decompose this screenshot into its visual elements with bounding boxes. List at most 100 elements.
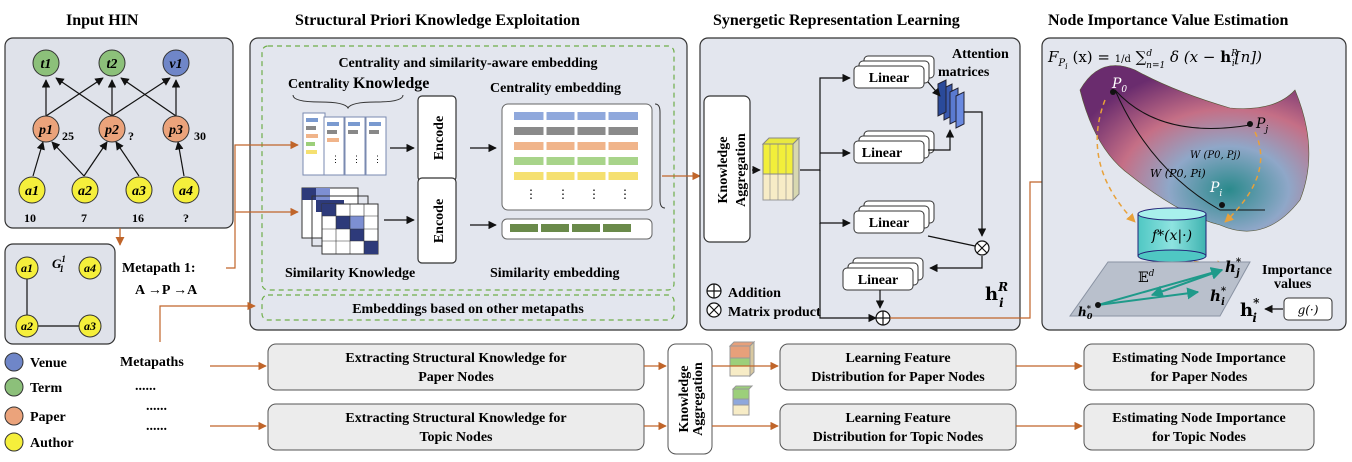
structural-subtitle: Centrality and similarity-aware embeddin… [338, 56, 597, 71]
aggregated-topic-block [731, 385, 754, 416]
learn-paper-box [779, 343, 1017, 391]
node-p1 [32, 115, 60, 143]
metapath-expr: A →P →A [135, 283, 198, 298]
similarity-embedding-bars [510, 224, 631, 232]
extract-paper-line1: Extracting Structural Knowledge for [345, 351, 566, 366]
aggregation-bottom-box [667, 343, 713, 455]
p0-label: P0 [1111, 76, 1127, 95]
svg-text:⋮: ⋮ [331, 154, 340, 164]
encode-box-similarity [417, 177, 457, 264]
extract-paper-line2: Paper Nodes [418, 370, 494, 385]
attention-matrices [937, 79, 965, 129]
node-p2-label: p2 [104, 123, 119, 138]
centrality-embedding-label: Centrality embedding [490, 81, 621, 96]
probability-surface [1079, 65, 1310, 232]
linear-label-4: Linear [858, 273, 898, 288]
a1-value: 10 [24, 211, 36, 225]
metapath-label: Metapath 1: [122, 261, 196, 276]
linear-label-3: Linear [869, 216, 909, 231]
learn-topic-line1: Learning Feature [845, 411, 950, 426]
title-synergetic: Synergetic Representation Learning [713, 12, 960, 29]
aggregated-embedding [761, 136, 801, 202]
node-a4-label: a4 [179, 184, 193, 199]
svg-text:⋮: ⋮ [373, 154, 382, 164]
svg-text:⋮: ⋮ [352, 154, 361, 164]
dots-2: ...... [146, 399, 167, 414]
aggregated-paper-block [728, 340, 756, 378]
title-input-hin: Input HIN [66, 12, 139, 29]
sub-a1: a1 [21, 261, 33, 275]
a3-value: 16 [132, 211, 144, 225]
node-a3-label: a3 [132, 184, 146, 199]
node-v1 [162, 49, 190, 77]
centrality-embedding-bars: ⋮ ⋮ ⋮ ⋮ [514, 108, 638, 201]
node-t2-label: t2 [107, 57, 118, 72]
svg-text:⋮: ⋮ [619, 187, 631, 201]
legend-term: Term [30, 381, 62, 396]
title-structural: Structural Priori Knowledge Exploitation [295, 12, 580, 29]
node-a4 [172, 176, 200, 204]
svg-text:⋮: ⋮ [525, 187, 537, 201]
estimate-paper-line1: Estimating Node Importance [1112, 351, 1285, 366]
w0i-label: W (P0, Pi) [1150, 167, 1206, 180]
hi-label: h*i [1210, 286, 1227, 308]
encode-label-2: Encode [432, 199, 447, 243]
pj-label: Pj [1255, 116, 1268, 135]
node-t2 [98, 49, 126, 77]
similarity-matrix [301, 187, 379, 255]
extract-topic-box [267, 403, 645, 451]
svg-text:⋮: ⋮ [557, 187, 569, 201]
legend-author: Author [30, 436, 74, 451]
h0-label: h*0 [1078, 303, 1093, 321]
node-v1-label: v1 [169, 57, 182, 72]
aggregation-bottom-label: KnowledgeAggregation [677, 362, 706, 436]
extract-topic-line2: Topic Nodes [419, 430, 493, 445]
metapaths-label: Metapaths [120, 355, 184, 370]
sub-a3: a3 [84, 319, 96, 333]
sub-a2: a2 [21, 319, 33, 333]
estimate-topic-line2: for Topic Nodes [1152, 430, 1246, 445]
node-a2-label: a2 [78, 184, 92, 199]
p2-value: ? [128, 129, 134, 143]
g-function-label: g(·) [1298, 303, 1319, 317]
fstar-database [1137, 207, 1207, 263]
matrix-product-legend [706, 302, 722, 318]
matrix-product-op [974, 240, 990, 256]
linear-label-2: Linear [862, 146, 902, 161]
encode-label-1: Encode [432, 116, 447, 160]
legend-venue: Venue [30, 356, 67, 371]
a2-value: 7 [81, 211, 87, 225]
matrix-product-label: Matrix product [728, 305, 821, 320]
learn-paper-line1: Learning Feature [845, 351, 950, 366]
centrality-cards: ⋮ ⋮ ⋮ [302, 112, 387, 176]
title-importance: Node Importance Value Estimation [1048, 12, 1289, 29]
legend: Venue Term Paper Author [4, 352, 74, 452]
p3-value: 30 [194, 129, 206, 143]
linear-stack-4: Linear [842, 257, 924, 291]
knowledge-aggregation-box [703, 95, 751, 243]
estimate-topic-box [1083, 403, 1315, 451]
p1-value: 25 [62, 129, 74, 143]
dots-1: ...... [135, 379, 156, 394]
node-a1-label: a1 [25, 184, 39, 199]
node-t1-label: t1 [41, 57, 52, 72]
similarity-embedding-label: Similarity embedding [490, 266, 620, 281]
extract-topic-line1: Extracting Structural Knowledge for [345, 411, 566, 426]
node-a3 [125, 176, 153, 204]
linear-stack-2: Linear [853, 130, 935, 164]
other-metapaths-label: Embeddings based on other metapaths [352, 302, 584, 317]
addition-op [875, 310, 891, 326]
other-metapaths-box [261, 294, 675, 321]
node-p2 [98, 115, 126, 143]
node-a2 [71, 176, 99, 204]
a4-value: ? [183, 211, 189, 225]
estimate-paper-box [1083, 343, 1315, 391]
linear-stack-3: Linear [853, 200, 935, 234]
addition-label: Addition [728, 286, 781, 301]
w0j-label: W (P0, Pj) [1190, 150, 1241, 161]
pi-label: Pi [1209, 180, 1222, 199]
